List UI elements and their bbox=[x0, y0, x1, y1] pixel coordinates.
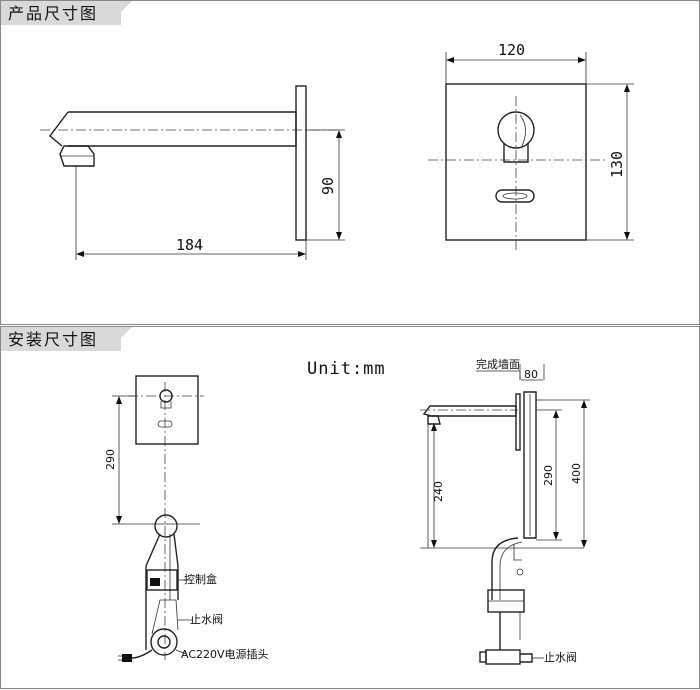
side-aerator bbox=[427, 415, 441, 425]
sensor-window bbox=[495, 189, 535, 203]
front-valve-top bbox=[154, 514, 178, 538]
dim-label-box-height: 290 bbox=[542, 465, 555, 486]
dim-label-plate-width: 120 bbox=[498, 41, 525, 59]
dim-label-total-height: 400 bbox=[570, 463, 583, 484]
dim-label-plate-height-side: 90 bbox=[319, 177, 337, 195]
leader-power-plug bbox=[175, 649, 187, 655]
spout-highlight bbox=[519, 114, 526, 147]
label-stop-valve-side: 止水阀 bbox=[544, 650, 577, 664]
label-control-box: 控制盒 bbox=[184, 572, 217, 586]
front-wall-valve-outer bbox=[150, 628, 178, 656]
dim-label-side-offset: 80 bbox=[524, 368, 538, 381]
product-side-view: 184 90 bbox=[40, 85, 345, 260]
product-header-title: 产品尺寸图 bbox=[8, 4, 98, 23]
wall-plate-side bbox=[295, 85, 307, 241]
product-header-tab-corner bbox=[121, 1, 132, 12]
product-section-border bbox=[0, 0, 700, 325]
product-header-tab bbox=[1, 1, 121, 25]
product-section: 产品尺寸图 184 90 bbox=[0, 0, 700, 325]
spout-circle bbox=[497, 111, 535, 149]
dim-label-plate-height-front: 130 bbox=[608, 151, 626, 178]
product-front-view: 120 130 bbox=[428, 41, 634, 252]
front-wall-valve-inner bbox=[157, 635, 171, 649]
side-stop-valve-cap bbox=[479, 651, 487, 663]
side-spout bbox=[422, 405, 517, 417]
install-header-tab-corner bbox=[121, 327, 132, 338]
install-side-view: 完成墙面 80 240 290 bbox=[420, 357, 590, 665]
label-power-plug: AC220V电源插头 bbox=[181, 647, 269, 661]
install-front-view: 290 控制盒 止水阀 AC220V电源插头 bbox=[104, 375, 269, 662]
install-sensor-window bbox=[157, 420, 173, 428]
label-finished-wall: 完成墙面 bbox=[476, 357, 520, 371]
power-cable bbox=[131, 649, 153, 659]
sensor-lens bbox=[502, 192, 528, 200]
spout-neck bbox=[503, 143, 529, 163]
install-plate-front bbox=[135, 375, 199, 445]
side-clip bbox=[516, 568, 524, 576]
dim-label-front-height: 290 bbox=[104, 449, 117, 470]
side-hose-left bbox=[491, 537, 519, 600]
install-spout-circle bbox=[159, 389, 173, 403]
spout-tip bbox=[49, 111, 69, 147]
side-wall-plate bbox=[515, 393, 521, 451]
install-section-border bbox=[0, 326, 700, 689]
spout-tube bbox=[68, 111, 297, 147]
side-hose-right bbox=[499, 541, 523, 600]
aerator-nozzle bbox=[59, 145, 95, 167]
front-hose-left bbox=[145, 533, 161, 650]
front-hose-right bbox=[173, 533, 179, 600]
front-valve-pipe bbox=[151, 599, 179, 635]
dim-label-spout-height: 240 bbox=[432, 481, 445, 502]
front-control-box-indicator bbox=[150, 578, 160, 586]
dim-label-spout-length: 184 bbox=[176, 236, 203, 254]
side-stop-valve-body bbox=[485, 649, 521, 665]
install-section: 安装尺寸图 Unit:mm 290 控制盒 bbox=[0, 326, 700, 689]
install-spout-neck bbox=[160, 401, 172, 409]
side-stop-valve-outlet bbox=[520, 653, 533, 663]
install-header-title: 安装尺寸图 bbox=[8, 330, 98, 349]
side-concealed-pipe bbox=[523, 391, 537, 539]
install-header-tab bbox=[1, 327, 121, 351]
unit-label: Unit:mm bbox=[307, 359, 386, 379]
power-plug-icon bbox=[122, 654, 132, 662]
label-stop-valve-front: 止水阀 bbox=[190, 612, 223, 626]
side-tee bbox=[513, 544, 522, 561]
